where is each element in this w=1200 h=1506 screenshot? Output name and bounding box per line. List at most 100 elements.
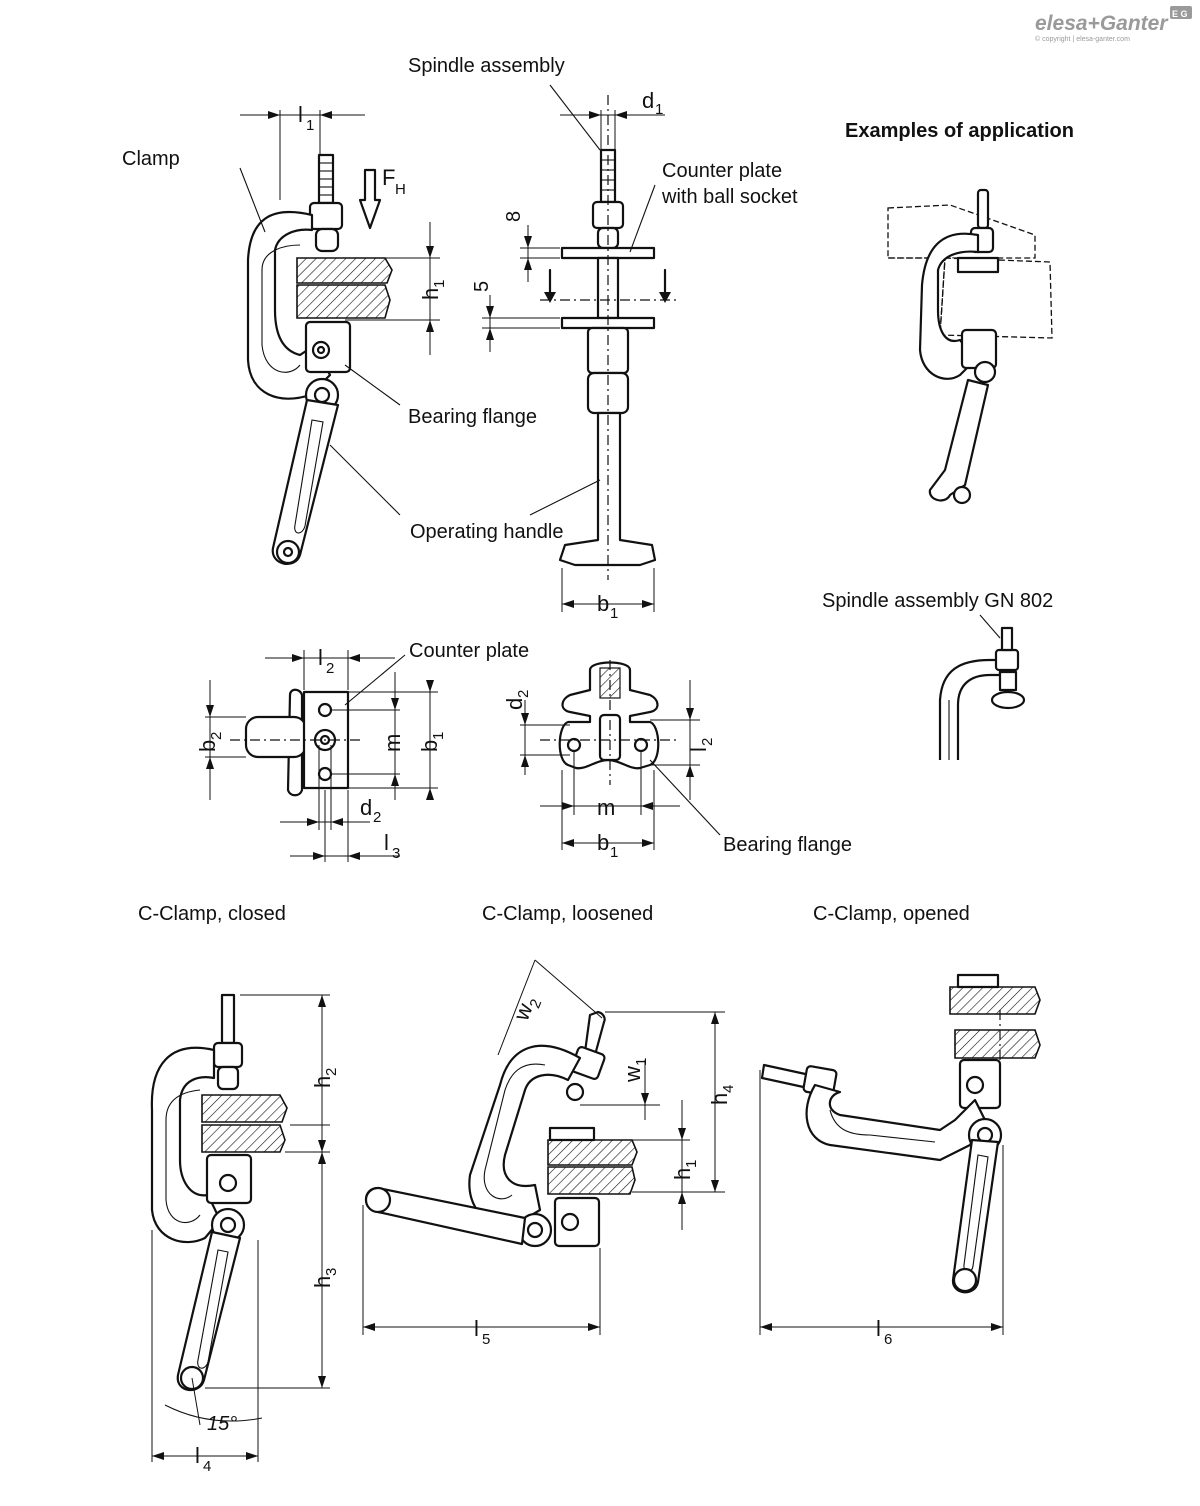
svg-text:b: b [597, 591, 609, 616]
label-c-clamp-closed: C-Clamp, closed [138, 903, 286, 925]
svg-text:d: d [502, 698, 527, 710]
clamp-top-view [205, 650, 438, 862]
dim-8: 8 [503, 211, 525, 222]
label-clamp: Clamp [122, 148, 180, 170]
svg-text:2: 2 [699, 738, 716, 746]
svg-text:h: h [707, 1093, 732, 1105]
svg-text:d: d [360, 795, 372, 820]
label-counter-plate: Counter plate [409, 640, 529, 662]
svg-text:h: h [418, 288, 443, 300]
svg-text:3: 3 [392, 845, 400, 862]
svg-text:2: 2 [515, 690, 532, 698]
svg-text:H: H [395, 181, 406, 198]
clamp-section-view [520, 660, 721, 850]
label-operating-handle: Operating handle [410, 521, 563, 543]
clamp-side-view [239, 110, 440, 565]
svg-text:b: b [597, 830, 609, 855]
svg-text:6: 6 [884, 1331, 892, 1348]
dim-h1-loosened: h1 [670, 1160, 700, 1180]
svg-text:1: 1 [655, 101, 663, 118]
svg-text:l: l [876, 1316, 881, 1341]
dim-h4: h4 [707, 1085, 737, 1105]
logo-copyright: © copyright | elesa-ganter.com [1035, 35, 1130, 43]
c-clamp-closed-view [150, 993, 330, 1462]
label-bearing-flange-bottom: Bearing flange [723, 834, 852, 856]
svg-text:d: d [642, 88, 654, 113]
dim-w1: w1 [620, 1058, 650, 1083]
logo-badge-text: E G [1172, 9, 1188, 19]
svg-text:F: F [382, 165, 395, 190]
svg-text:2: 2 [373, 809, 381, 826]
c-clamp-loosened-view [362, 959, 725, 1335]
label-bearing-flange-top: Bearing flange [408, 406, 537, 428]
svg-text:b: b [417, 740, 442, 752]
svg-text:l: l [318, 645, 323, 670]
dim-l2-mid: l2 [686, 738, 716, 752]
svg-text:1: 1 [610, 605, 618, 622]
label-c-clamp-opened: C-Clamp, opened [813, 903, 970, 925]
dim-15-deg: 15° [207, 1413, 237, 1435]
dim-w2: w2 [508, 997, 545, 1025]
application-example [887, 188, 1053, 505]
spindle-gn802-view [938, 614, 1026, 760]
svg-text:l: l [298, 102, 303, 127]
svg-text:h: h [670, 1168, 695, 1180]
dim-5: 5 [471, 281, 493, 292]
svg-text:1: 1 [430, 732, 447, 740]
dim-h3: h3 [310, 1268, 340, 1288]
label-examples-of-application: Examples of application [845, 120, 1074, 142]
svg-text:1: 1 [633, 1058, 650, 1066]
svg-text:1: 1 [683, 1160, 700, 1168]
svg-text:b: b [195, 740, 220, 752]
dim-d2-mid: d2 [502, 690, 532, 710]
svg-text:m: m [380, 734, 405, 752]
dim-m-mid: m [597, 795, 615, 820]
svg-text:h: h [310, 1076, 335, 1088]
svg-text:4: 4 [720, 1085, 737, 1093]
dim-h2: h2 [310, 1068, 340, 1088]
svg-text:8: 8 [503, 211, 525, 222]
clamp-front-view [482, 84, 680, 612]
svg-text:l: l [384, 830, 389, 855]
svg-text:2: 2 [208, 732, 225, 740]
svg-text:2: 2 [323, 1068, 340, 1076]
svg-text:5: 5 [482, 1331, 490, 1348]
svg-text:1: 1 [431, 280, 448, 288]
svg-text:5: 5 [471, 281, 493, 292]
svg-text:2: 2 [326, 660, 334, 677]
label-c-clamp-loosened: C-Clamp, loosened [482, 903, 653, 925]
logo-badge [1170, 6, 1192, 19]
svg-text:w: w [620, 1066, 645, 1083]
svg-text:h: h [310, 1276, 335, 1288]
dim-b2: b2 [195, 732, 225, 752]
svg-text:1: 1 [610, 844, 618, 861]
brand-logo: elesa+Ganter E G © copyright | elesa-gan… [1035, 6, 1192, 43]
label-counter-plate-ball-socket-2: with ball socket [661, 186, 798, 208]
svg-text:4: 4 [203, 1458, 211, 1475]
label-spindle-assembly: Spindle assembly [408, 55, 565, 77]
svg-text:3: 3 [323, 1268, 340, 1276]
svg-text:l: l [474, 1316, 479, 1341]
dim-b1-left: b1 [417, 732, 447, 752]
label-spindle-assembly-gn802: Spindle assembly GN 802 [822, 590, 1053, 612]
dim-m-left: m [380, 734, 405, 752]
logo-text: elesa+Ganter [1035, 12, 1169, 35]
dim-h1-top: h1 [418, 280, 448, 300]
svg-text:1: 1 [306, 117, 314, 134]
svg-text:15°: 15° [207, 1413, 237, 1435]
c-clamp-opened-view [759, 973, 1041, 1335]
svg-text:m: m [597, 795, 615, 820]
label-counter-plate-ball-socket-1: Counter plate [662, 160, 782, 182]
